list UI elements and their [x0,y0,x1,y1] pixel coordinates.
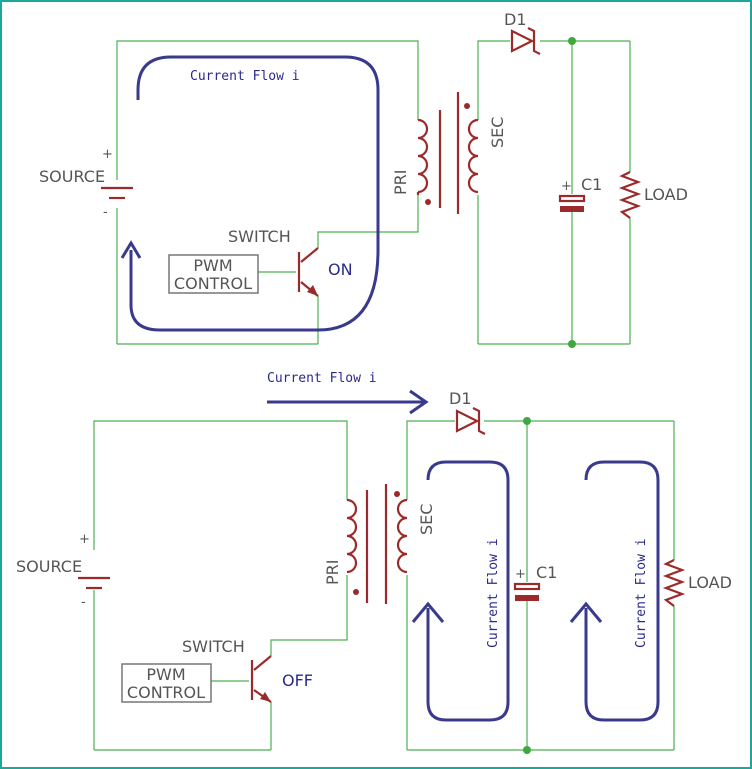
bottom-secondary-top-wire [406,420,455,500]
top-cap-plus: + [561,179,572,194]
top-load-resistor [618,171,642,219]
top-primary-dot [425,199,431,205]
top-pri-label: PRI [391,170,410,195]
top-diode-triangle [510,29,535,53]
top-cap-upper-plate [558,194,586,203]
top-diode-bar [527,27,541,55]
top-switch-state: ON [328,260,353,279]
bottom-cap-label: C1 [536,563,557,582]
bottom-transistor-arrow [260,692,271,702]
top-collector-wire [317,195,419,248]
top-sec-label: SEC [488,117,507,148]
bottom-secondary-coil [396,498,408,574]
bottom-current-flow-label: Current Flow i [267,371,377,386]
bottom-primary-wire [93,420,348,550]
bottom-current-flow-loop-load [584,460,660,722]
top-diode-label: D1 [504,10,527,29]
bottom-pwm-line2: CONTROL [127,683,205,702]
bottom-current-flow-loop-cap-arrowhead [411,601,445,623]
top-battery-plus: + [102,147,113,162]
bottom-switch-state: OFF [282,671,313,690]
top-transistor-collector [300,247,319,263]
top-current-flow-arrowhead [120,240,142,259]
top-primary-wire [116,40,419,120]
bottom-primary-coil [346,498,358,574]
top-secondary-top-wire [477,40,510,120]
bottom-cap-upper-plate [513,582,541,591]
bottom-pri-label: PRI [323,560,342,585]
bottom-cap-plus: + [515,567,526,582]
top-secondary-coil [467,118,479,194]
top-cap-lower-plate [560,206,584,212]
bottom-secondary-dot [394,491,400,497]
top-battery-minus: - [103,205,108,220]
top-junction-dot [568,340,576,348]
bottom-primary-dot [353,589,359,595]
bottom-source-label: SOURCE [16,557,82,576]
top-pwm-box [168,254,259,294]
bottom-load-resistor [662,559,686,607]
top-primary-coil [417,118,429,194]
bottom-diode-bar [472,407,486,435]
bottom-battery-plus: + [79,532,90,547]
top-switch-label: SWITCH [228,227,291,246]
bottom-sec-label: SEC [417,504,436,535]
bottom-diode-label: D1 [449,389,472,408]
bottom-current-flow-arrowhead [409,389,429,415]
bottom-current-flow-loop-load-arrowhead [569,601,603,623]
top-current-flow-loop [129,55,380,332]
top-transistor-arrow [307,285,318,296]
top-circuit: + - SOURCE PRI SEC D1 + C1 LOAD SWITCH O… [39,10,688,348]
bottom-junction-dot [523,746,531,754]
top-load-label: LOAD [644,185,688,204]
bottom-transistor-collector [253,655,272,671]
bottom-loop1-label: Current Flow i [486,538,501,648]
top-junction-dot [568,37,576,45]
bottom-cap-lower-plate [515,595,539,601]
bottom-loop2-label: Current Flow i [634,538,649,648]
bottom-switch-label: SWITCH [182,637,245,656]
top-source-label: SOURCE [39,167,105,186]
bottom-pwm-box [121,663,212,703]
bottom-junction-dot [523,417,531,425]
bottom-diode-triangle [455,409,480,433]
bottom-circuit: Current Flow i + - SOURCE PRI SEC [16,371,732,754]
top-pwm-line2: CONTROL [174,274,252,293]
top-pwm-line1: PWM [193,256,232,275]
top-current-flow-label: Current Flow i [190,69,300,84]
bottom-pwm-line1: PWM [146,665,185,684]
bottom-current-flow-loop-cap [426,460,510,722]
top-cap-label: C1 [581,175,602,194]
bottom-battery-minus: - [81,595,86,610]
bottom-collector-wire [270,575,348,656]
bottom-load-label: LOAD [688,573,732,592]
top-secondary-dot [464,103,470,109]
